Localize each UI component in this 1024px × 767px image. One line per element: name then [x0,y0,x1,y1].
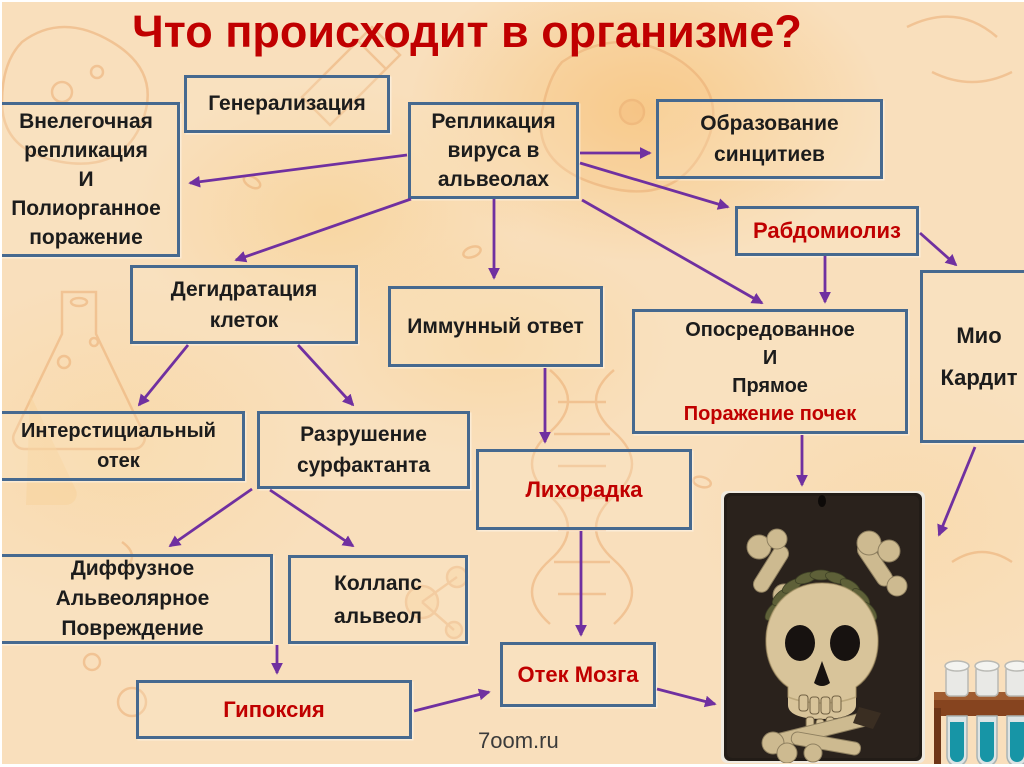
node-label: Интерстициальный отек [21,420,216,472]
node-rhabdomyolysis: Рабдомиолиз [735,206,919,256]
node-label: Рабдомиолиз [753,218,901,243]
node-brain-edema: Отек Мозга [500,642,656,707]
edge-miokardit-to-skull [937,446,977,537]
edge-otek_mozga-to-skull [656,687,717,708]
node-label: Иммунный ответ [407,314,584,338]
node-generalization: Генерализация [184,75,390,133]
node-immune-response: Иммунный ответ [388,286,603,367]
watermark: 7oom.ru [478,728,559,753]
node-cell-dehydration: Дегидратация клеток [130,265,358,344]
edge-degidrataciya-to-intersticialnyj [137,344,190,407]
node-alveolar-collapse: Коллапс альвеол [288,555,468,644]
node-fever: Лихорадка [476,449,692,530]
node-virus-replication-alveoli: Репликация вируса в альвеолах [408,102,579,199]
edge-degidrataciya-to-razrushenie [296,344,355,407]
page-title: Что происходит в организме? [132,6,802,57]
node-extrapulmonary-replication: Внелегочная репликация И Полиорганное по… [2,102,180,257]
node-label: Разрушение сурфактанта [296,423,431,477]
skull-crossbones-image [721,491,925,763]
node-label: Опосредованное И Прямое [685,318,855,397]
node-label: Гипоксия [223,696,325,722]
node-label: Коллапс альвеол [334,571,422,628]
node-label: Генерализация [208,92,366,115]
test-tubes-image [934,660,1024,764]
node-label: Репликация вируса в альвеолах [431,110,556,191]
edge-razrushenie-to-kollaps [269,488,355,548]
node-label-red: Поражение почек [683,402,857,425]
node-hypoxia: Гипоксия [136,680,412,739]
node-myocarditis: Мио Кардит [920,270,1024,443]
node-surfactant-destruction: Разрушение сурфактанта [257,411,470,489]
node-kidney-damage: Опосредованное И Прямое Поражение почек [632,309,908,434]
node-syncytia-formation: Образование синцитиев [656,99,883,179]
edge-razrushenie-to-diffuznoe [168,487,253,548]
node-label: Лихорадка [525,476,643,502]
node-label: Образование синцитиев [700,112,839,166]
node-label: Дегидратация клеток [170,277,318,332]
node-interstitial-edema: Интерстициальный отек [2,411,245,481]
edge-gipoksiya-to-otek_mozga [413,688,491,713]
edge-replikaciya-to-degidrataciya [234,197,412,263]
node-label: Внелегочная репликация И Полиорганное по… [11,110,161,249]
node-diffuse-alveolar-damage: Диффузное Альвеолярное Повреждение [2,554,273,644]
node-label: Диффузное Альвеолярное Повреждение [55,557,210,640]
node-label: Мио Кардит [940,322,1018,390]
edge-rabdomioliz-to-miokardit [919,231,958,267]
node-label: Отек Мозга [517,661,639,687]
edge-replikaciya-to-vnelegochnaya [188,153,408,188]
